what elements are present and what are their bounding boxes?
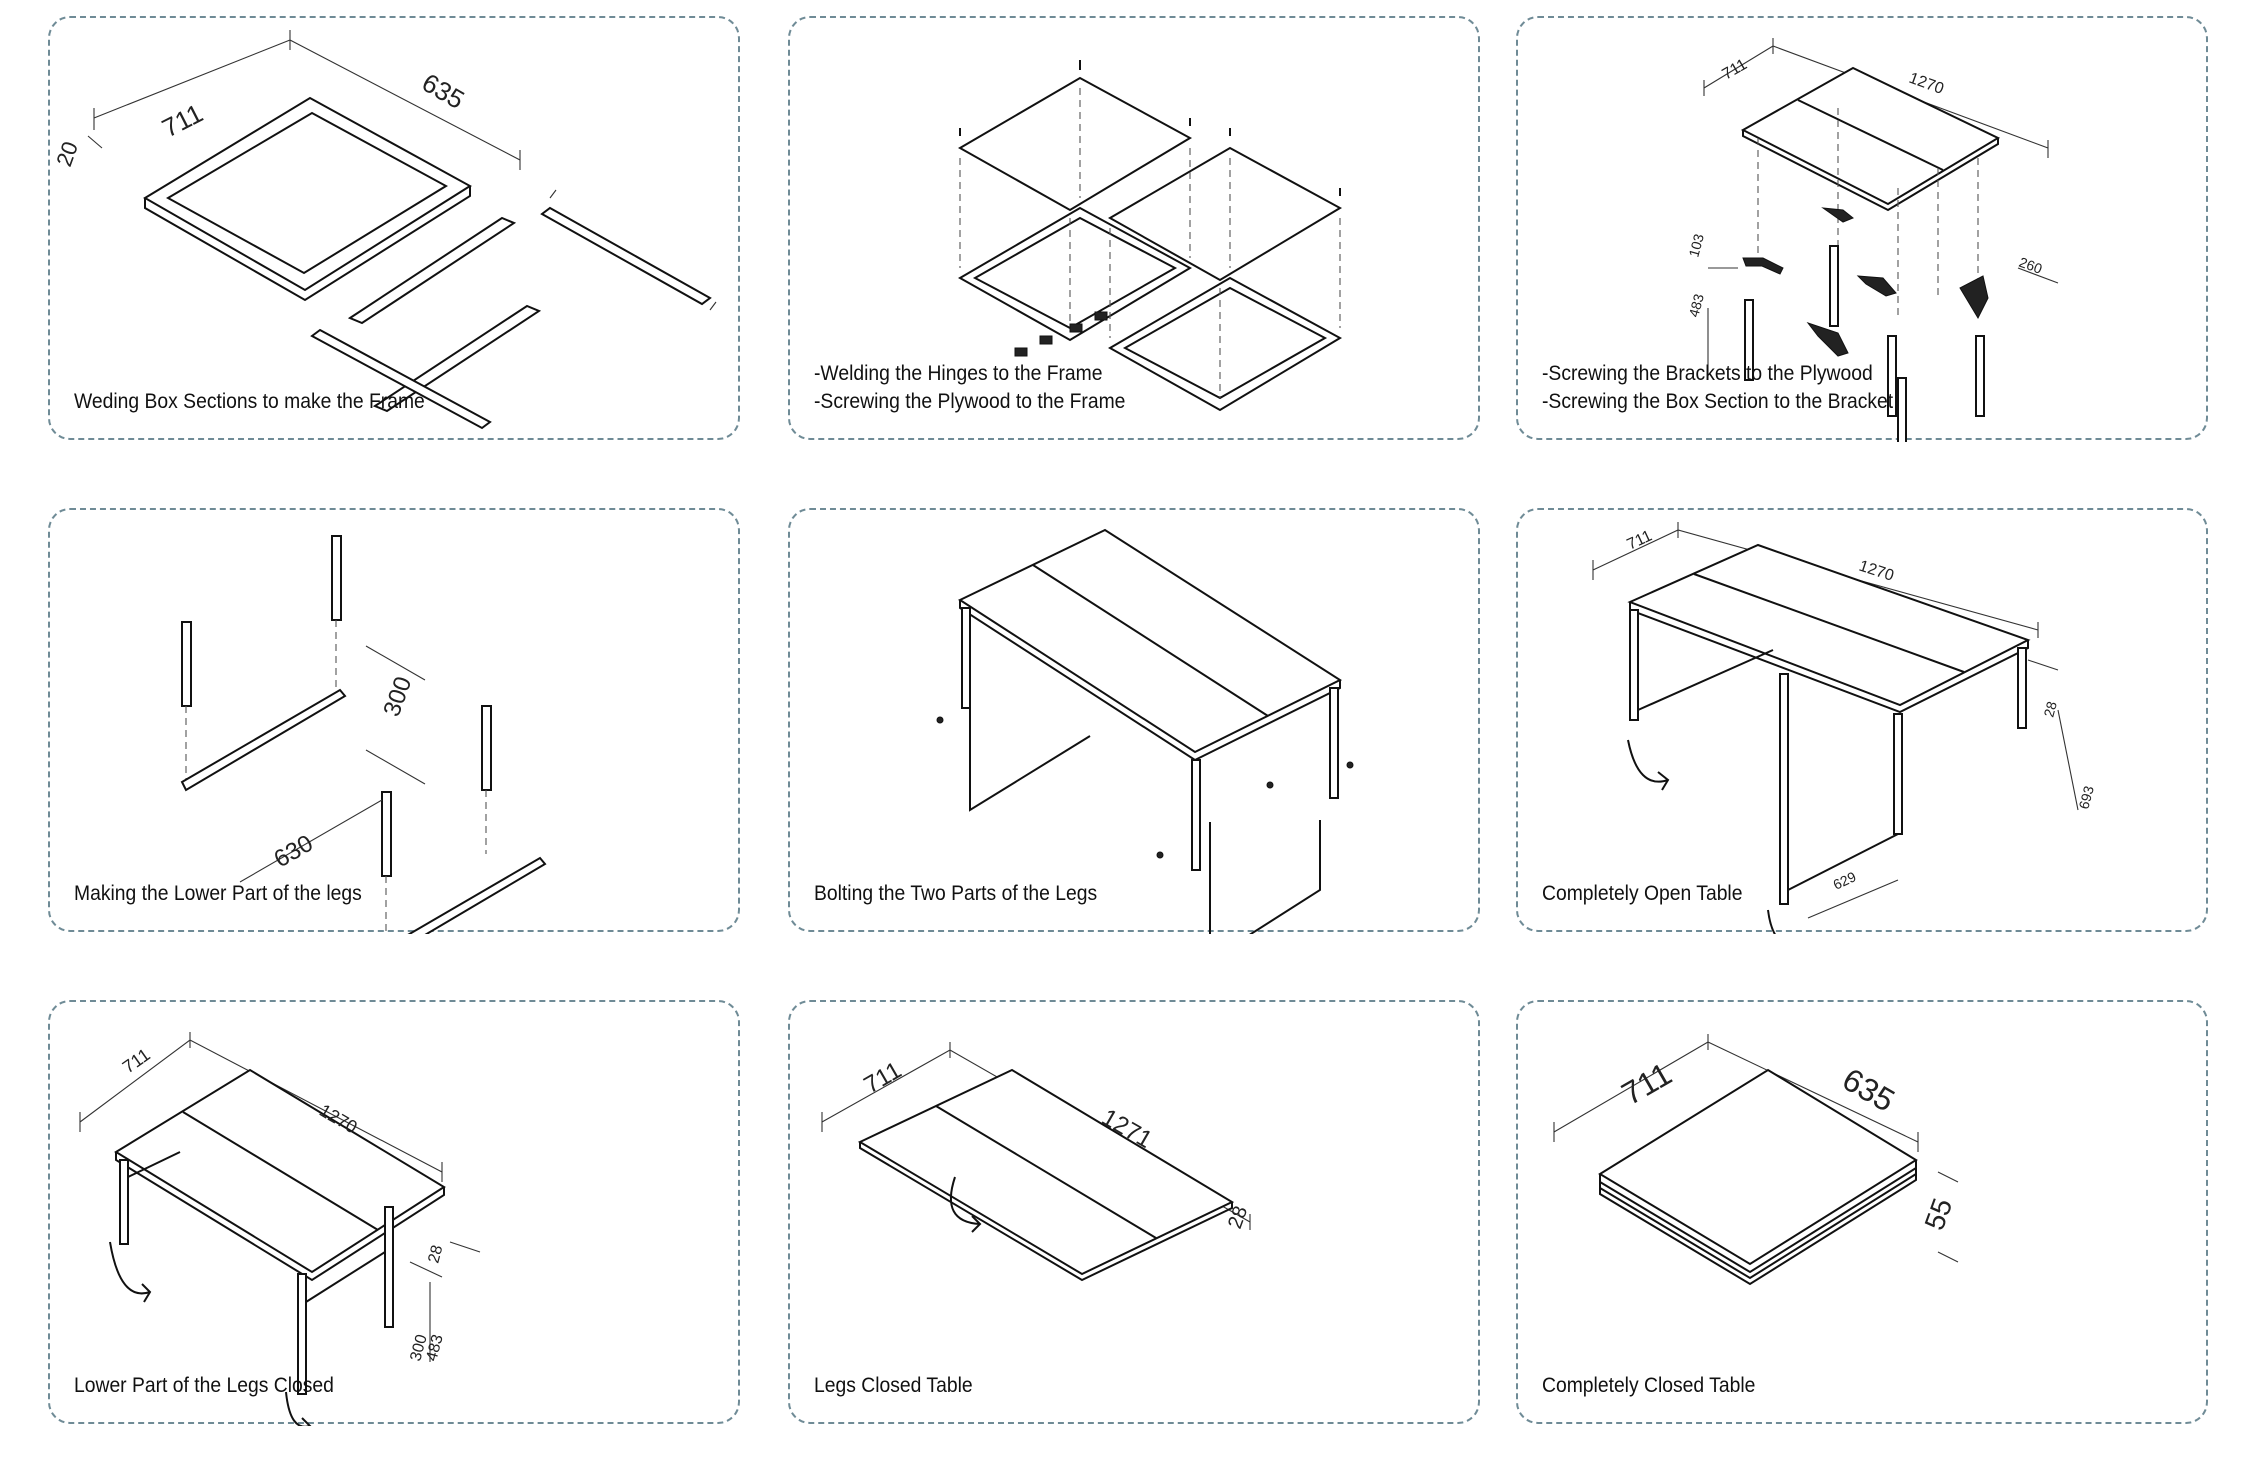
dim-1270: 1270 — [1907, 70, 1946, 98]
caption: Making the Lower Part of the legs — [74, 882, 362, 905]
lower-legs-diagram: 300 630 — [180, 535, 547, 934]
legs-closed-diagram: 711 1271 28 — [821, 1042, 1252, 1282]
caption: Bolting the Two Parts of the Legs — [814, 882, 1098, 905]
panel-bolting-legs: Bolting the Two Parts of the Legs — [788, 508, 1480, 934]
brackets-diagram: 711 1270 103 483 260 — [1685, 38, 2059, 442]
panel-lower-legs: 300 630 Making the Lower Part of the leg… — [48, 508, 740, 934]
lower-legs-closed-diagram: 711 1270 28 300 483 — [79, 1032, 481, 1426]
dim-711: 711 — [157, 98, 208, 144]
dim-711: 711 — [860, 1057, 907, 1100]
closed-table-diagram: 711 635 55 — [1553, 1034, 1959, 1286]
dim-260: 260 — [2017, 254, 2045, 277]
dim-711: 711 — [1625, 527, 1655, 553]
dim-300: 300 — [378, 673, 417, 720]
caption: Weding Box Sections to make the Frame — [74, 390, 425, 413]
dim-55: 55 — [1919, 1194, 1959, 1234]
caption: Completely Closed Table — [1542, 1374, 1756, 1397]
caption: -Screwing the Brackets to the Plywood -S… — [1542, 362, 1894, 413]
panel-legs-closed: 711 1271 28 Legs Closed Table — [788, 1000, 1480, 1424]
caption: -Welding the Hinges to the Frame -Screwi… — [814, 362, 1126, 413]
dim-20: 20 — [51, 138, 83, 170]
panel-lower-legs-closed: 711 1270 28 300 483 Lower Part of the Le… — [48, 1000, 740, 1426]
panel-brackets: 711 1270 103 483 260 -Screwing the Brack… — [1516, 16, 2208, 442]
dim-483: 483 — [1685, 292, 1707, 319]
caption: Completely Open Table — [1542, 882, 1743, 905]
dim-103: 103 — [1685, 232, 1707, 259]
dim-300: 300 — [407, 1333, 430, 1363]
panel-frame-welding: 711 635 20 Weding Box Sections to make t… — [48, 16, 740, 440]
bolting-legs-diagram — [936, 528, 1354, 934]
dim-483: 483 — [423, 1333, 446, 1363]
dim-635: 635 — [1837, 1061, 1901, 1119]
dim-28: 28 — [425, 1243, 446, 1265]
caption: Lower Part of the Legs Closed — [74, 1374, 334, 1397]
dim-28: 28 — [2040, 699, 2060, 718]
dim-630: 630 — [270, 830, 318, 873]
panel-hinges-plywood: -Welding the Hinges to the Frame -Screwi… — [788, 16, 1480, 440]
hinges-plywood-diagram — [957, 60, 1343, 412]
open-table-diagram: 711 1270 28 693 629 — [1592, 522, 2097, 934]
dim-629: 629 — [1831, 868, 1859, 892]
dim-635: 635 — [417, 67, 470, 115]
dim-711: 711 — [1720, 56, 1751, 84]
caption: Legs Closed Table — [814, 1374, 973, 1397]
panel-open-table: 711 1270 28 693 629 Completely Open Tabl… — [1516, 508, 2208, 934]
dim-711: 711 — [1616, 1055, 1678, 1112]
dim-711: 711 — [119, 1044, 154, 1077]
dim-693: 693 — [2075, 784, 2097, 811]
frame-welding-diagram: 711 635 20 — [51, 30, 717, 430]
dim-28: 28 — [1224, 1203, 1252, 1231]
panel-closed-table: 711 635 55 Completely Closed Table — [1516, 1000, 2208, 1424]
